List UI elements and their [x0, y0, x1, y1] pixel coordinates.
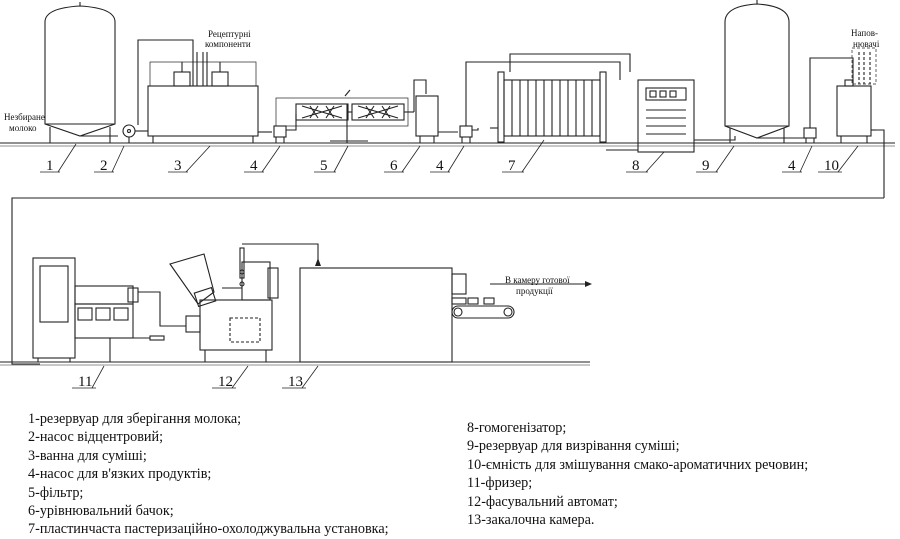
component-number: 12 [218, 374, 233, 390]
component-number: 4 [788, 158, 796, 174]
legend-item: 13-закалочна камера. [467, 512, 595, 529]
component-number: 8 [632, 158, 640, 174]
legend-item: 6-урівнювальний бачок; [28, 503, 174, 520]
raw-milk-label: Незбиране [4, 112, 45, 122]
legend-item: 10-ємність для змішування смако-ароматич… [467, 456, 809, 473]
fillers-label: Напов- [851, 28, 878, 38]
legend-item: 3-ванна для суміші; [28, 447, 147, 464]
legend-item: 9-резервуар для визрівання суміші; [467, 438, 680, 455]
component-number: 9 [702, 158, 710, 174]
recipe-components-label-2: компоненти [205, 39, 251, 49]
level-tank [415, 95, 458, 143]
component-number: 11 [78, 374, 92, 390]
milk-storage-tank [44, 2, 118, 143]
freezer [32, 257, 186, 362]
viscous-pump-2 [459, 125, 479, 143]
legend-item: 4-насос для в'язких продуктів; [28, 466, 212, 483]
component-number: 4 [436, 158, 444, 174]
viscous-pump-1 [273, 125, 287, 143]
to-hardening-label-2: продукції [516, 286, 553, 296]
component-number: 7 [508, 158, 516, 174]
legend-right: 8-гомогенізатор; 9-резервуар для визріва… [467, 419, 808, 529]
component-number: 4 [250, 158, 258, 174]
homogenizer [606, 79, 695, 153]
hardening-chamber [299, 267, 585, 363]
legend-item: 11-фризер; [467, 475, 533, 492]
component-number: 1 [46, 158, 54, 174]
legend-item: 5-фільтр; [28, 484, 84, 501]
component-number: 5 [320, 158, 328, 174]
mixing-vat [147, 52, 259, 143]
ripening-tank [724, 0, 806, 143]
component-number: 10 [824, 158, 839, 174]
viscous-pump-3 [803, 57, 854, 143]
component-number: 6 [390, 158, 398, 174]
legend-item: 7-пластинчаста пастеризаційно-охолоджува… [28, 521, 389, 538]
component-number: 2 [100, 158, 108, 174]
to-hardening-label: В камеру готової [505, 275, 570, 285]
filter-unit [275, 89, 409, 143]
component-number: 3 [174, 158, 182, 174]
flavor-mixing-tank [836, 47, 885, 198]
raw-milk-label-2: молоко [9, 123, 37, 133]
legend-item: 12-фасувальний автомат; [467, 493, 618, 510]
legend-item: 1-резервуар для зберігання молока; [28, 411, 242, 427]
centrifugal-pump [122, 124, 148, 143]
recipe-components-label: Рецептурні [208, 29, 251, 39]
legend-left: 1-резервуар для зберігання молока; 2-нас… [28, 410, 389, 539]
component-number: 13 [288, 374, 303, 390]
filling-machine [169, 243, 319, 362]
legend-item: 8-гомогенізатор; [467, 420, 567, 436]
legend-item: 2-насос відцентровий; [28, 429, 164, 446]
plate-pasteurizer [490, 53, 631, 143]
fillers-label-2: нювачі [853, 39, 880, 49]
